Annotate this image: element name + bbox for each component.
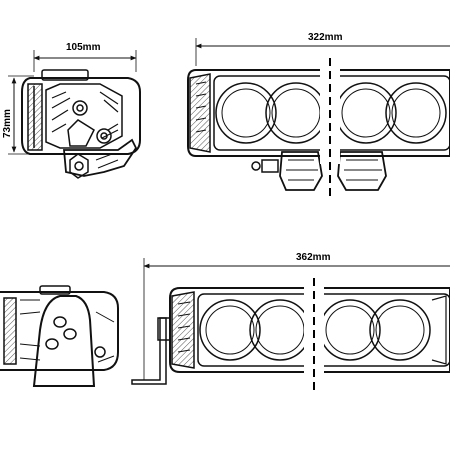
top-front-reflector-3 bbox=[335, 82, 397, 144]
top-front-mount-right-ribs bbox=[344, 159, 382, 181]
top-front-reflector-4 bbox=[385, 82, 447, 144]
top-side-view bbox=[8, 50, 141, 179]
side-heatsink-fins-right bbox=[99, 91, 119, 139]
side-clamp-nut-core bbox=[74, 161, 84, 171]
side-clamp-hex-nut bbox=[69, 153, 89, 179]
top-side-width-label: 105mm bbox=[66, 42, 101, 53]
top-front-connector-plug bbox=[251, 161, 261, 171]
top-front-connector bbox=[261, 159, 279, 173]
side-top-cap bbox=[41, 69, 89, 81]
side-heatsink-outline bbox=[45, 83, 123, 149]
bottom-side-detail bbox=[95, 311, 115, 363]
top-front-mount-right bbox=[337, 151, 387, 191]
top-front-mount-left bbox=[279, 151, 323, 191]
bottom-side-bracket-hole-3 bbox=[45, 338, 59, 350]
side-heatsink-fins bbox=[51, 91, 71, 133]
bottom-side-bracket bbox=[32, 295, 96, 387]
bottom-side-bolt bbox=[94, 346, 106, 358]
bottom-front-reflector-1-inner bbox=[205, 305, 255, 355]
top-front-housing bbox=[187, 69, 450, 157]
bottom-side-view bbox=[0, 285, 119, 387]
bottom-front-end-cap-ribs bbox=[177, 301, 191, 353]
side-clamp-detail bbox=[95, 153, 119, 169]
top-front-length-label: 322mm bbox=[308, 32, 343, 43]
bottom-front-view bbox=[131, 258, 450, 385]
side-lens-edge bbox=[27, 83, 43, 151]
top-front-end-cap-ribs bbox=[195, 81, 207, 133]
bottom-front-end-cap bbox=[171, 291, 195, 369]
top-front-reflector-1-inner bbox=[221, 88, 271, 138]
bottom-front-length-label: 362mm bbox=[296, 252, 331, 263]
side-bolt-lower bbox=[96, 128, 112, 144]
bottom-front-reflector-2-inner bbox=[255, 305, 305, 355]
bottom-side-bracket-hole-2 bbox=[63, 328, 77, 340]
bottom-front-reflector-1 bbox=[199, 299, 261, 361]
bottom-side-top-cap bbox=[39, 285, 71, 295]
top-front-view bbox=[187, 38, 450, 196]
bottom-front-reflector-3 bbox=[319, 299, 381, 361]
side-bracket-plate bbox=[67, 119, 95, 147]
side-housing bbox=[21, 77, 141, 155]
top-front-end-cap bbox=[189, 73, 211, 153]
bottom-front-reflector-4 bbox=[369, 299, 431, 361]
bottom-front-l-bracket bbox=[131, 317, 167, 385]
side-bolt-lower-core bbox=[100, 132, 108, 140]
bottom-front-reflector-2 bbox=[249, 299, 311, 361]
top-side-height-label: 73mm bbox=[2, 109, 13, 138]
top-front-reflector-1 bbox=[215, 82, 277, 144]
bottom-front-reflector-3-inner bbox=[325, 305, 375, 355]
top-front-mount-left-ribs bbox=[286, 159, 318, 181]
bottom-front-reflector-4-inner bbox=[375, 305, 425, 355]
side-bolt-upper bbox=[72, 100, 88, 116]
bottom-side-lens-edge bbox=[3, 297, 17, 365]
top-front-reflector-2 bbox=[265, 82, 327, 144]
bottom-front-housing bbox=[169, 287, 450, 373]
bottom-side-housing bbox=[0, 291, 119, 371]
bottom-front-right-cap bbox=[431, 295, 447, 365]
top-front-reflector-2-inner bbox=[271, 88, 321, 138]
bottom-side-bracket-hole-1 bbox=[53, 316, 67, 328]
top-front-reflector-3-inner bbox=[341, 88, 391, 138]
bottom-side-fins bbox=[19, 299, 41, 361]
side-bolt-upper-core bbox=[76, 104, 84, 112]
top-front-reflector-4-inner bbox=[391, 88, 441, 138]
